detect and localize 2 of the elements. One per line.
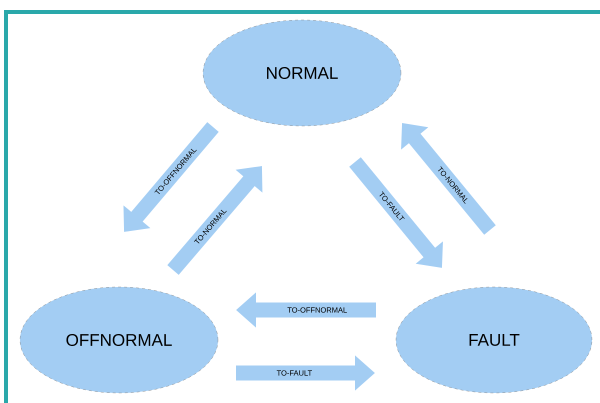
block-arrow	[401, 123, 496, 235]
block-arrow	[167, 166, 262, 275]
